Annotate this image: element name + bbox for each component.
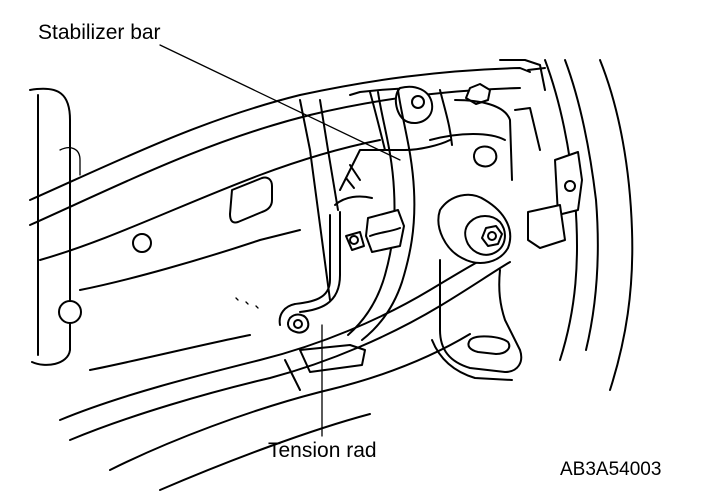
right-panel	[514, 59, 634, 391]
tension-rod-label: Tension rad	[268, 439, 377, 462]
bracket-plate	[278, 195, 373, 334]
tension-rod-bracket	[284, 259, 523, 391]
stabilizer-bar	[345, 89, 416, 341]
frame-members	[299, 59, 546, 301]
stabilizer-bar-label: Stabilizer bar	[38, 21, 161, 44]
body-panel	[29, 67, 531, 371]
figure-code: AB3A54003	[560, 459, 662, 480]
tension-rod	[59, 193, 512, 491]
stabilizer-leader-line	[159, 44, 401, 161]
